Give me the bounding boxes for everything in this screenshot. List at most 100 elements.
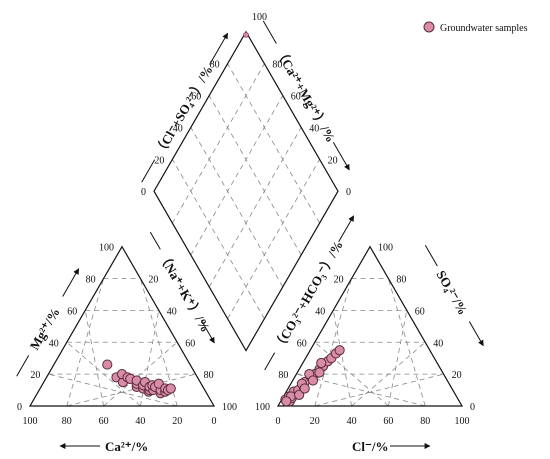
cation-sample-point — [102, 359, 113, 370]
cation-triangle-grid-line — [66, 373, 196, 407]
cation-bottom-tick-label: 60 — [99, 416, 109, 427]
cation-right-tick-label: 20 — [148, 275, 158, 286]
anion-sample-point — [281, 396, 292, 407]
cation-left-arrow — [62, 268, 80, 297]
cation-triangle-frame — [28, 245, 216, 407]
cation-right-tick-label: 40 — [167, 306, 177, 317]
cation-left-tick-label: 60 — [67, 306, 77, 317]
anion-triangle-frame — [276, 245, 464, 407]
diamond-right-tick-label: 80 — [272, 60, 282, 71]
cation-right-axis-label: （Na⁺+K⁺）/% — [155, 249, 213, 334]
cation-right-tick-label: 100 — [222, 402, 237, 413]
diamond-grid-line — [172, 159, 265, 319]
cation-left-tick-label: 20 — [30, 370, 40, 381]
anion-right-tick-label: 0 — [470, 402, 475, 413]
anion-right-tick-label: 20 — [452, 370, 462, 381]
cation-triangle-grid-line — [84, 310, 104, 407]
cation-bottom-tick-label: 40 — [135, 416, 145, 427]
diamond-right-tick-label: 0 — [346, 187, 351, 198]
legend-label: Groundwater samples — [440, 23, 528, 34]
point-layer — [102, 32, 345, 407]
anion-sample-point — [334, 345, 345, 356]
diamond-frame — [153, 30, 339, 352]
anion-right-tick-label: 80 — [396, 275, 406, 286]
anion-left-tick-label: 80 — [278, 370, 288, 381]
tick-layer: 0020202040404060606080808010010010000202… — [17, 60, 475, 427]
cation-left-axis-label-group: Mg²⁺/% — [16, 268, 80, 377]
anion-left-tail — [264, 352, 276, 371]
legend-marker — [423, 21, 435, 33]
diamond-grid-line — [208, 127, 302, 288]
diamond-left-tick-label: 40 — [173, 123, 183, 134]
anion-right-axis-label-group: SO₄²⁻/% — [424, 245, 484, 347]
anion-bottom-tick-label: 100 — [455, 416, 470, 427]
anion-right-tick-label: 100 — [378, 243, 393, 254]
cation-right-tail — [149, 231, 161, 250]
cation-left-tick-label: 100 — [99, 243, 114, 254]
anion-left-arrow — [338, 215, 355, 243]
anion-sample-point — [294, 389, 305, 400]
anion-left-tick-label: 100 — [255, 402, 270, 413]
cation-left-tail — [16, 355, 30, 377]
cation-left-tick-label: 80 — [86, 275, 96, 286]
anion-bottom-tick-label: 60 — [383, 416, 393, 427]
anion-sample-point — [314, 367, 325, 378]
diamond-right-tick-label: 60 — [291, 92, 301, 103]
anion-right-axis-label: SO₄²⁻/% — [433, 268, 470, 318]
diamond-left-tail — [141, 159, 156, 183]
anion-left-tick-label: 20 — [334, 275, 344, 286]
cation-left-tick-label: 0 — [17, 402, 22, 413]
anion-sample-point — [299, 383, 310, 394]
cation-right-tick-label: 60 — [185, 338, 195, 349]
cation-bottom-axis-label-group: Ca²⁺/% — [59, 439, 148, 454]
cation-triangle-grid-line — [48, 373, 178, 407]
cation-right-axis-label-group: （Na⁺+K⁺）/% — [149, 231, 215, 344]
diamond-right-tick-label: 20 — [328, 155, 338, 166]
anion-left-axis-label: （CO₃²⁻+HCO₃⁻）/% — [271, 238, 346, 353]
anion-left-tick-label: 40 — [315, 306, 325, 317]
anion-triangle-grid-line — [388, 278, 426, 407]
diamond-grid-line — [227, 63, 320, 224]
diamond-right-axis-label-group: （Ca²⁺+Mg²⁺）/% — [262, 20, 350, 171]
anion-right-tail — [424, 245, 438, 267]
anion-bottom-tick-label: 20 — [310, 416, 320, 427]
anion-triangle-grid-line — [332, 310, 352, 407]
cation-triangle-grid-line — [103, 341, 178, 407]
anion-bottom-axis-label: Cl⁻/% — [352, 439, 388, 454]
diamond-grid-line — [208, 95, 302, 256]
cation-triangle-grid-line — [66, 341, 141, 407]
diamond-top-label: 100 — [252, 12, 267, 23]
cation-left-tick-label: 40 — [49, 338, 59, 349]
diamond-left-axis-label-group: （Cl⁻+SO₄²⁻）/% — [141, 32, 229, 183]
diamond-left-tick-label: 0 — [141, 187, 146, 198]
anion-sample-point — [316, 357, 327, 369]
cation-bottom-tick-label: 20 — [172, 416, 182, 427]
diamond-right-arrow — [332, 142, 350, 171]
cation-right-arrow — [200, 320, 215, 344]
anion-bottom-axis-label-group: Cl⁻/% — [352, 439, 431, 454]
cation-bottom-tick-label: 100 — [23, 416, 38, 427]
diamond-left-tick-label: 60 — [191, 92, 201, 103]
diamond-sample-point — [243, 32, 249, 38]
diamond-grid-line — [190, 95, 284, 256]
anion-sample-point — [307, 375, 319, 386]
anion-right-arrow — [468, 321, 484, 347]
anion-triangle-grid-line — [351, 341, 426, 407]
cation-right-tick-label: 80 — [204, 370, 214, 381]
diamond-grid-line — [227, 159, 320, 319]
diamond-left-tick-label: 20 — [154, 155, 164, 166]
grid-layer — [48, 63, 444, 407]
diamond-right-tail — [262, 20, 277, 44]
anion-right-tick-label: 40 — [433, 338, 443, 349]
anion-left-axis-label-group: （CO₃²⁻+HCO₃⁻）/% — [264, 215, 355, 371]
diamond-left-arrow — [209, 32, 229, 65]
legend: Groundwater samples — [423, 21, 528, 34]
diamond-left-tick-label: 80 — [210, 60, 220, 71]
anion-right-tick-label: 60 — [415, 306, 425, 317]
anion-bottom-tick-label: 0 — [276, 416, 281, 427]
cation-sample-point — [165, 383, 176, 394]
label-layer: Ca²⁺/% Mg²⁺/% （Na⁺+K⁺）/% Cl⁻/% （CO₃²⁻+HC… — [16, 12, 484, 454]
cation-triangle-grid-line — [140, 310, 160, 407]
